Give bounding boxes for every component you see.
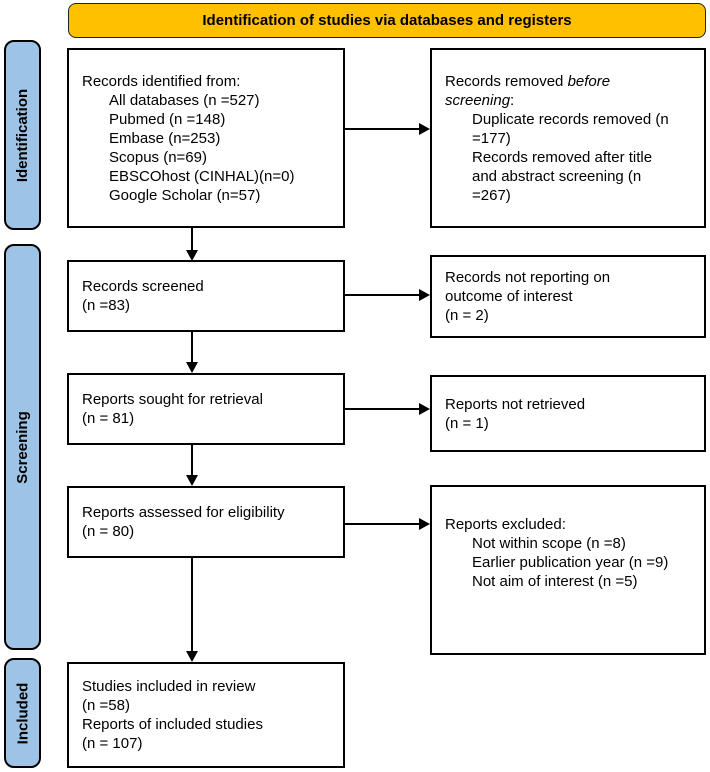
box-studies-included: Studies included in review (n =58) Repor…: [67, 662, 345, 768]
arrow-assessed-to-excluded-line: [345, 523, 420, 525]
box-reports-excluded: Reports excluded: Not within scope (n =8…: [430, 485, 706, 655]
box-line: Reports not retrieved: [445, 395, 586, 413]
box-line: (n = 80): [82, 523, 135, 540]
arrow-identified-to-screened-line: [191, 228, 193, 251]
arrow-identified-to-screened-head: [186, 250, 198, 261]
box-reports-not-retrieved: Reports not retrieved (n = 1): [430, 375, 706, 452]
arrow-assessed-to-included-head: [186, 651, 198, 662]
box-title: Reports excluded:: [445, 516, 566, 533]
box-reports-assessed: Reports assessed for eligibility (n = 80…: [67, 486, 345, 558]
stage-tab-screening: Screening: [4, 244, 41, 650]
box-line: Records not reporting on outcome of inte…: [445, 269, 611, 305]
arrow-screened-to-notreporting-line: [345, 294, 420, 296]
stage-label-identification: Identification: [14, 88, 31, 182]
stage-label-included: Included: [14, 682, 32, 744]
box-line: Pubmed (n =148): [109, 110, 226, 128]
box-line: Reports assessed for eligibility: [82, 504, 285, 521]
prisma-banner: Identification of studies via databases …: [68, 3, 706, 38]
box-reports-sought: Reports sought for retrieval (n = 81): [67, 373, 345, 445]
box-line: Records screened: [82, 278, 204, 295]
box-line: All databases (n =527): [109, 91, 260, 109]
title-part-italic: before screening: [445, 72, 611, 109]
box-line: Scopus (n=69): [109, 148, 207, 166]
box-line: Embase (n=253): [109, 129, 221, 147]
arrow-assessed-to-excluded-head: [419, 518, 430, 530]
box-title: Records removed before screening:: [445, 72, 673, 110]
box-records-removed: Records removed before screening: Duplic…: [430, 48, 706, 228]
title-part: :: [510, 91, 515, 109]
box-line: Not within scope (n =8): [472, 535, 626, 552]
arrow-screened-to-sought-head: [186, 362, 198, 373]
arrow-sought-to-notretrieved-line: [345, 408, 420, 410]
box-line: EBSCOhost (CINHAL)(n=0): [109, 167, 295, 185]
box-records-not-reporting: Records not reporting on outcome of inte…: [430, 255, 706, 338]
arrow-screened-to-notreporting-head: [419, 289, 430, 301]
box-line: (n =83): [82, 297, 130, 314]
banner-title: Identification of studies via databases …: [202, 12, 572, 29]
arrow-sought-to-notretrieved-head: [419, 403, 430, 415]
box-title: Records identified from:: [82, 72, 241, 90]
box-line: Reports sought for retrieval: [82, 391, 263, 408]
box-line: Reports of included studies: [82, 716, 263, 733]
box-line: (n = 1): [445, 414, 489, 432]
box-line: Google Scholar (n=57): [109, 186, 261, 204]
box-records-identified: Records identified from: All databases (…: [67, 48, 345, 228]
stage-tab-identification: Identification: [4, 40, 41, 230]
arrow-identified-to-removed-head: [419, 123, 430, 135]
arrow-sought-to-assessed-head: [186, 475, 198, 486]
title-part: Records removed: [445, 72, 568, 90]
box-line: Records removed after title and abstract…: [472, 148, 653, 204]
arrow-screened-to-sought-line: [191, 332, 193, 363]
box-line: Studies included in review: [82, 678, 256, 695]
box-line: (n = 2): [445, 307, 489, 324]
box-records-screened: Records screened (n =83): [67, 260, 345, 332]
stage-tab-included: Included: [4, 658, 41, 768]
box-line: (n =58): [82, 697, 130, 714]
stage-label-screening: Screening: [14, 410, 31, 484]
box-line: Not aim of interest (n =5): [472, 573, 638, 590]
box-line: Earlier publication year (n =9): [472, 554, 669, 571]
box-line: (n = 81): [82, 410, 135, 427]
arrow-sought-to-assessed-line: [191, 445, 193, 476]
arrow-assessed-to-included-line: [191, 558, 193, 652]
arrow-identified-to-removed-line: [345, 128, 420, 130]
box-line: (n = 107): [82, 735, 143, 752]
box-line: Duplicate records removed (n =177): [472, 110, 669, 147]
